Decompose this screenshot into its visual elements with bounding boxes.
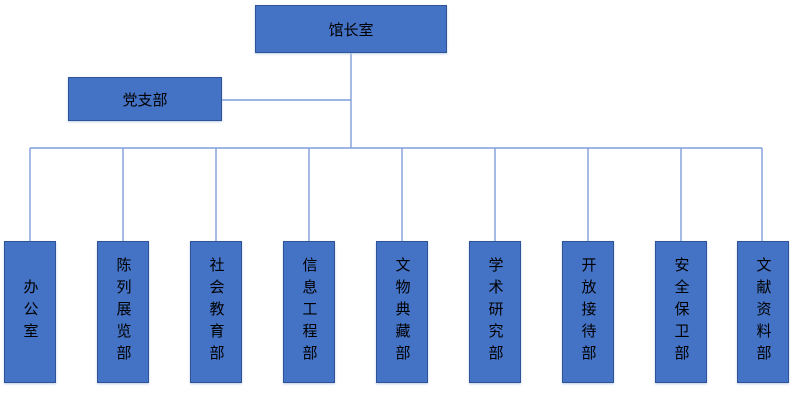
org-node-information-engineering-dept[interactable]: 信息工程部 <box>283 241 335 383</box>
org-node-party-branch[interactable]: 党支部 <box>68 77 222 121</box>
org-node-director-office[interactable]: 馆长室 <box>255 5 447 53</box>
org-node-general-office[interactable]: 办公室 <box>4 241 56 383</box>
org-node-social-education-dept[interactable]: 社会教育部 <box>190 241 242 383</box>
org-node-label: 信息工程部 <box>300 257 318 367</box>
org-node-label: 安全保卫部 <box>672 257 690 367</box>
org-node-relics-collection-dept[interactable]: 文物典藏部 <box>376 241 428 383</box>
org-node-label: 文献资料部 <box>754 257 772 367</box>
org-node-label: 办公室 <box>21 279 39 345</box>
org-node-label: 陈列展览部 <box>114 257 132 367</box>
org-node-label: 学术研究部 <box>486 257 504 367</box>
org-node-label: 党支部 <box>122 91 168 109</box>
org-node-label: 文物典藏部 <box>393 257 411 367</box>
org-node-academic-research-dept[interactable]: 学术研究部 <box>469 241 521 383</box>
org-node-documentation-dept[interactable]: 文献资料部 <box>737 241 789 383</box>
org-node-reception-dept[interactable]: 开放接待部 <box>562 241 614 383</box>
org-node-label: 开放接待部 <box>579 257 597 367</box>
org-node-exhibition-dept[interactable]: 陈列展览部 <box>97 241 149 383</box>
org-node-label: 社会教育部 <box>207 257 225 367</box>
org-node-security-dept[interactable]: 安全保卫部 <box>655 241 707 383</box>
connector-dept-drops <box>29 148 763 241</box>
org-node-label: 馆长室 <box>328 21 374 39</box>
